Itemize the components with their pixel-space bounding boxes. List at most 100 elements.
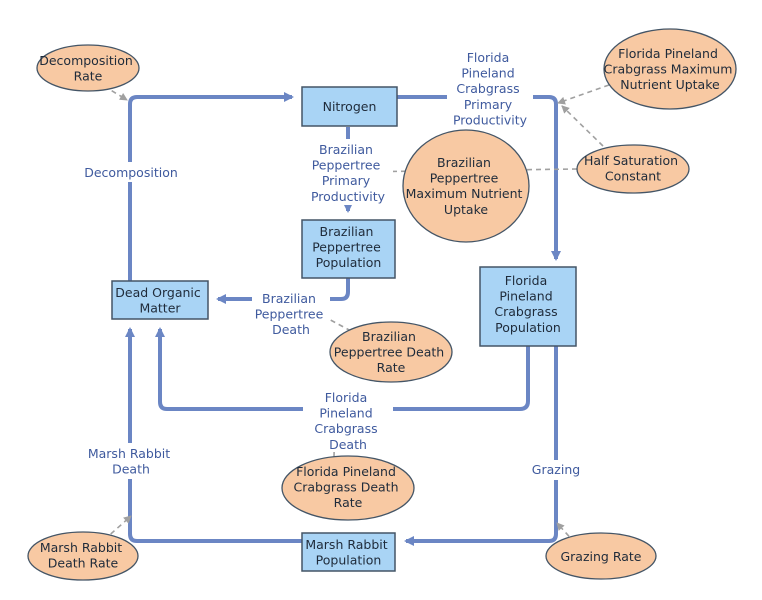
crabgrass-productivity-flow-pipe bbox=[397, 95, 561, 261]
flow-label-crabgrass-death: Florida Pineland Crabgrass Death bbox=[303, 386, 393, 452]
svg-text:Marsh Rabbit Population: Marsh Rabbit Population bbox=[305, 537, 391, 568]
stock-label: Population bbox=[316, 255, 382, 270]
flow-label-line: Florida bbox=[325, 390, 368, 405]
parameter-label: Crabgrass Maximum bbox=[604, 62, 733, 77]
stock-label: Peppertree bbox=[312, 240, 381, 255]
parameter-label: Crabgrass Death bbox=[294, 480, 399, 495]
stock-label: Florida bbox=[505, 273, 548, 288]
stock-label: Nitrogen bbox=[323, 99, 377, 114]
parameter-peppertree-maximum-nutrient-uptake[interactable]: Brazilian Peppertree Maximum Nutrient Up… bbox=[402, 129, 530, 243]
flow-label-decomposition: Decomposition bbox=[84, 162, 178, 182]
parameter-marsh-rabbit-death-rate[interactable]: Marsh Rabbit Death Rate bbox=[27, 531, 139, 581]
flow-label-line: Pineland bbox=[461, 66, 514, 81]
flow-label-line: Pineland bbox=[319, 406, 372, 421]
parameter-crabgrass-maximum-nutrient-uptake[interactable]: Florida Pineland Crabgrass Maximum Nutri… bbox=[603, 28, 737, 110]
flow-label-line: Brazilian bbox=[262, 291, 316, 306]
flow-label-peppertree-death: Brazilian Peppertree Death bbox=[252, 289, 330, 339]
parameter-label: Rate bbox=[334, 495, 363, 510]
parameter-label: Decomposition bbox=[39, 53, 133, 68]
parameter-label: Rate bbox=[377, 360, 406, 375]
svg-text:Brazilian Peppertree: Brazilian Peppertree Maximum Nutrient Up… bbox=[406, 155, 527, 217]
stock-label: Population bbox=[316, 553, 382, 568]
stock-label: Marsh Rabbit bbox=[305, 537, 387, 552]
flow-label-line: Peppertree bbox=[312, 158, 381, 173]
parameter-peppertree-death-rate[interactable]: Brazilian Peppertree Death Rate bbox=[329, 321, 453, 383]
parameter-grazing-rate[interactable]: Grazing Rate bbox=[545, 532, 657, 580]
flow-label-line: Productivity bbox=[453, 112, 528, 127]
parameter-label: Peppertree bbox=[430, 171, 499, 186]
stock-marsh-rabbit-population[interactable]: Marsh Rabbit Population bbox=[301, 532, 396, 572]
svg-text:Marsh Rabbit Death: Marsh Rabbit Death bbox=[88, 446, 174, 477]
parameter-decomposition-rate[interactable]: Decomposition Rate bbox=[36, 44, 140, 92]
link-half-saturation-to-crabgrass bbox=[561, 105, 604, 147]
svg-text:Decomposition Rate: Decomposition Rate bbox=[39, 53, 137, 84]
stock-nitrogen[interactable]: Nitrogen bbox=[301, 86, 398, 127]
parameter-label: Grazing Rate bbox=[560, 549, 641, 564]
flow-label-line: Crabgrass bbox=[456, 81, 519, 96]
flow-label-line: Productivity bbox=[311, 189, 386, 204]
parameter-half-saturation-constant[interactable]: Half Saturation Constant bbox=[576, 144, 690, 194]
flow-label-marsh-rabbit-death: Marsh Rabbit Death bbox=[84, 443, 178, 479]
decomposition-flow-pipe bbox=[128, 92, 294, 281]
flow-label-line: Decomposition bbox=[84, 165, 178, 180]
parameter-label: Brazilian bbox=[437, 155, 491, 170]
parameter-label: Brazilian bbox=[362, 329, 416, 344]
flow-label-grazing: Grazing bbox=[528, 460, 584, 480]
flow-label-line: Grazing bbox=[532, 462, 580, 477]
parameter-label: Peppertree Death bbox=[334, 345, 444, 360]
parameter-label: Rate bbox=[74, 69, 103, 84]
flow-label-line: Peppertree bbox=[255, 307, 324, 322]
parameter-label: Half Saturation bbox=[584, 153, 678, 168]
svg-text:Florida Pineland Crabgra: Florida Pineland Crabgrass Maximum Nutri… bbox=[604, 46, 737, 92]
svg-text:Dead Organic Matter: Dead Organic Matter bbox=[115, 285, 205, 316]
flow-label-line: Crabgrass bbox=[314, 421, 377, 436]
stock-dead-organic-matter[interactable]: Dead Organic Matter bbox=[111, 280, 209, 320]
stock-label: Pineland bbox=[499, 289, 552, 304]
svg-text:Nitrogen: Nitrogen bbox=[323, 99, 377, 114]
svg-text:Florida Pineland C: Florida Pineland Crabgrass Primary Produ… bbox=[453, 50, 528, 127]
parameter-crabgrass-death-rate[interactable]: Florida Pineland Crabgrass Death Rate bbox=[281, 455, 415, 521]
flow-label-line: Brazilian bbox=[319, 142, 373, 157]
svg-text:Florida Pineland Crabgra: Florida Pineland Crabgrass Death Rate bbox=[294, 464, 403, 510]
svg-text:Half Saturation Constant: Half Saturation Constant bbox=[584, 153, 682, 184]
svg-text:Decomposition: Decomposition bbox=[84, 165, 178, 180]
stock-brazilian-peppertree-population[interactable]: Brazilian Peppertree Population bbox=[301, 219, 396, 279]
flow-label-line: Marsh Rabbit bbox=[88, 446, 170, 461]
parameter-label: Nutrient Uptake bbox=[620, 77, 720, 92]
parameter-label: Florida Pineland bbox=[618, 46, 718, 61]
marsh-rabbit-death-flow-pipe bbox=[125, 327, 302, 543]
stock-label: Population bbox=[495, 320, 561, 335]
svg-text:Florida Pineland C: Florida Pineland Crabgrass Death bbox=[314, 390, 381, 452]
parameter-label: Death Rate bbox=[48, 556, 119, 571]
peppertree-death-flow-pipe bbox=[216, 278, 350, 304]
svg-text:Brazilian Peppertree: Brazilian Peppertree Primary Productivit… bbox=[311, 142, 386, 204]
link-crabgrass-max-uptake bbox=[557, 84, 610, 105]
grazing-flow-pipe bbox=[404, 346, 558, 546]
svg-text:Marsh Rabbit Death Rate: Marsh Rabbit Death Rate bbox=[40, 540, 126, 571]
flow-label-peppertree-productivity: Brazilian Peppertree Primary Productivit… bbox=[303, 139, 393, 205]
parameter-label: Uptake bbox=[444, 202, 488, 217]
svg-text:Brazilian Peppertree: Brazilian Peppertree Death bbox=[255, 291, 328, 337]
svg-text:Florida Pineland C: Florida Pineland Crabgrass Population bbox=[494, 273, 561, 335]
svg-text:Grazing: Grazing bbox=[532, 462, 580, 477]
svg-text:Brazilian Peppertree Dea: Brazilian Peppertree Death Rate bbox=[334, 329, 448, 375]
flow-label-line: Florida bbox=[467, 50, 510, 65]
flow-label-crabgrass-productivity: Florida Pineland Crabgrass Primary Produ… bbox=[447, 47, 533, 131]
flow-label-line: Death bbox=[112, 462, 150, 477]
parameter-label: Constant bbox=[605, 169, 661, 184]
stock-label: Brazilian bbox=[320, 224, 374, 239]
stock-label: Dead Organic bbox=[115, 285, 201, 300]
link-marsh-rabbit-death-rate bbox=[103, 515, 132, 541]
stock-label: Matter bbox=[139, 301, 181, 316]
parameter-label: Florida Pineland bbox=[296, 464, 396, 479]
stock-label: Crabgrass bbox=[494, 304, 557, 319]
stock-florida-pineland-crabgrass-population[interactable]: Florida Pineland Crabgrass Population bbox=[479, 266, 577, 347]
parameter-label: Marsh Rabbit bbox=[40, 540, 122, 555]
svg-text:Brazilian Peppertree: Brazilian Peppertree Population bbox=[312, 224, 385, 270]
flow-label-line: Primary bbox=[464, 97, 513, 112]
flow-label-line: Death bbox=[272, 322, 310, 337]
svg-text:Grazing Rate: Grazing Rate bbox=[560, 549, 641, 564]
flow-label-line: Death bbox=[329, 437, 367, 452]
parameter-label: Maximum Nutrient bbox=[406, 186, 523, 201]
